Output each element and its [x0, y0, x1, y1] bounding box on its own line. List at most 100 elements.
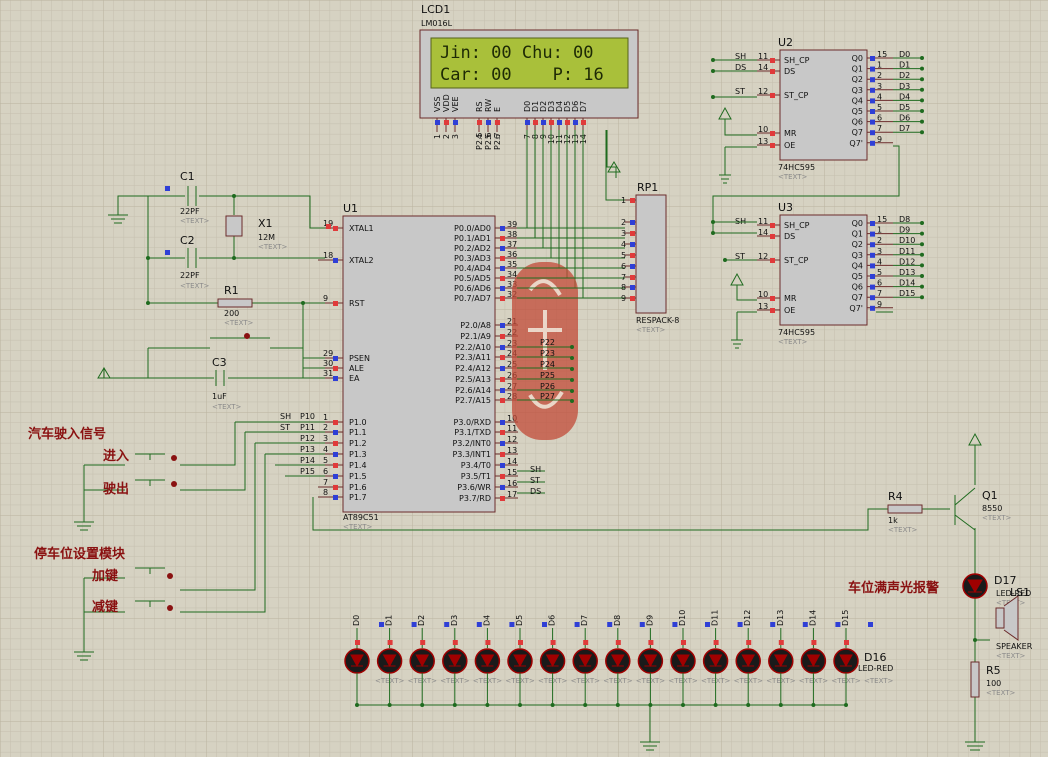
lcd-pin-marker: [444, 120, 449, 125]
led-diode-symbol: [578, 654, 593, 668]
u1-left-pin-number: 30: [323, 359, 333, 368]
p2-net-junction: [570, 399, 574, 403]
lcd-pin-number: 1: [433, 134, 442, 139]
sr-left-pin-marker: [770, 258, 775, 263]
sr-left-pin-number: 10: [758, 125, 768, 134]
u1-left-pin-marker: [333, 441, 338, 446]
sr-output-label: D15: [899, 289, 915, 298]
sr-right-pin-number: 7: [877, 289, 882, 298]
lcd-pin-number: 5: [484, 134, 493, 139]
lcd-pin-marker: [541, 120, 546, 125]
led-pin-marker: [420, 640, 426, 645]
sr-text: <TEXT>: [778, 338, 808, 346]
u1-left-pin-marker: [333, 430, 338, 435]
led-junction: [387, 703, 392, 707]
u1-right-pin-number: 39: [507, 220, 517, 229]
reset-circuit[interactable]: R1 200 <TEXT> C3 1uF <TEXT>: [97, 284, 325, 411]
u1-right-pin-number: 15: [507, 468, 517, 477]
rp1-pin-marker: [630, 296, 635, 301]
u1-left-pin-number: 29: [323, 349, 333, 358]
led-pin-marker: [672, 622, 678, 627]
osc-ground: [108, 195, 148, 224]
u1-left-pin-number: 1: [323, 413, 328, 422]
u1-left-pin-marker: [333, 463, 338, 468]
sr-left-pin-marker: [770, 93, 775, 98]
sr-left-pin-name: OE: [784, 306, 795, 315]
u1-left-pin-name: EA: [349, 374, 360, 383]
p1-net-label: P14: [300, 456, 315, 465]
c1-ref: C1: [180, 170, 195, 183]
led-tag: D1: [385, 615, 394, 626]
led-junction: [583, 703, 588, 707]
led-row-d16[interactable]: D16 LED-RED D0<TEXT>D1<TEXT>D2<TEXT>D3<T…: [344, 610, 894, 751]
p2-net-junction: [570, 389, 574, 393]
lcd-pin-marker: [495, 120, 500, 125]
sr-left-net-label: ST: [735, 87, 745, 96]
c3-value: 1uF: [212, 392, 227, 401]
lcd-pin-name: VSS: [433, 96, 442, 112]
lcd-pin-name: VEE: [451, 96, 460, 112]
u1-left-pin-name: P1.0: [349, 418, 367, 427]
sr-left-pin-name: OE: [784, 141, 795, 150]
sr-ref: U2: [778, 36, 793, 49]
led-diode-symbol: [839, 654, 853, 668]
sr-output-label: D4: [899, 92, 910, 101]
led-pin-marker: [476, 622, 482, 627]
u1-left-pin-number: 4: [323, 445, 328, 454]
sr-left-pin-marker: [770, 58, 775, 63]
u3-shift-register[interactable]: U374HC595<TEXT>SH_CP11DS14ST_CP12MR10OE1…: [735, 201, 924, 346]
u1-mcu[interactable]: U1 AT89C51 <TEXT> XTAL119XTAL218RST9PSEN…: [318, 202, 518, 531]
ls1-model: SPEAKER: [996, 642, 1033, 651]
oscillator-circuit[interactable]: C1 22PF <TEXT> C2 22PF <TEXT> X1 12M <TE…: [108, 170, 331, 304]
lcd-pin-number: 3: [451, 134, 460, 139]
u1-right-pin-marker: [500, 485, 505, 490]
sr-right-pin-marker: [870, 231, 875, 237]
u1-right-pin-number: 36: [507, 250, 517, 259]
u1-right-pin-marker: [500, 430, 505, 435]
watermark-seal: [512, 262, 578, 440]
led-diode-symbol: [708, 654, 723, 668]
lcd-pin-number: 6: [493, 134, 502, 139]
sr-right-pin-marker: [870, 252, 875, 258]
sr-right-pin-marker: [870, 284, 875, 290]
q1-model: 8550: [982, 504, 1002, 513]
r5-ref: R5: [986, 664, 1001, 677]
led-diode-symbol: [350, 654, 364, 668]
led-diode-symbol: [382, 654, 397, 668]
button-out-label: 驶出: [103, 481, 129, 497]
sr-right-pin-name: Q3: [852, 251, 863, 260]
p0-bus-wires: [517, 227, 625, 299]
led-pin-marker: [737, 622, 743, 627]
led-pin-marker: [574, 622, 580, 627]
led-pin-marker: [518, 640, 523, 645]
sr-model: 74HC595: [778, 163, 815, 172]
u1-right-pin-marker: [500, 388, 505, 393]
button-sub-label: 减键: [92, 599, 118, 615]
u1-right-pin-name: P3.2/INT0: [452, 439, 491, 448]
sr-left-pin-marker: [770, 223, 775, 228]
sr-left-pin-number: 14: [758, 63, 768, 72]
q1-symbol: [954, 487, 976, 531]
led-junction: [550, 703, 555, 707]
r5-body: [970, 661, 980, 698]
u1-left-pin-name: P1.3: [349, 450, 367, 459]
u2-shift-register[interactable]: U274HC595<TEXT>SH_CP11DS14ST_CP12MR10OE1…: [735, 36, 924, 181]
led-diode-symbol: [773, 654, 788, 668]
annotation-alarm: 车位满声光报警: [848, 580, 939, 596]
sr-right-pin-name: Q7': [849, 304, 863, 313]
led-text: <TEXT>: [864, 677, 894, 685]
u1-right-pin-number: 13: [507, 446, 517, 455]
sr-right-pin-number: 5: [877, 103, 882, 112]
led-tag: D9: [645, 615, 654, 626]
sr-right-pin-marker: [870, 119, 875, 125]
q1-ref: Q1: [982, 489, 998, 502]
alarm-circuit[interactable]: R4 1k <TEXT> Q1 8550 <TEXT> D17 LED-RED …: [312, 432, 1033, 751]
u1-right-pin-number: 11: [507, 424, 517, 433]
u1-right-pin-marker: [500, 377, 505, 382]
rp1-text-placeholder: <TEXT>: [636, 326, 666, 334]
lcd1[interactable]: LCD1 LM016L <TEXT> Jin: 00 Chu: 00 Car: …: [419, 3, 639, 150]
